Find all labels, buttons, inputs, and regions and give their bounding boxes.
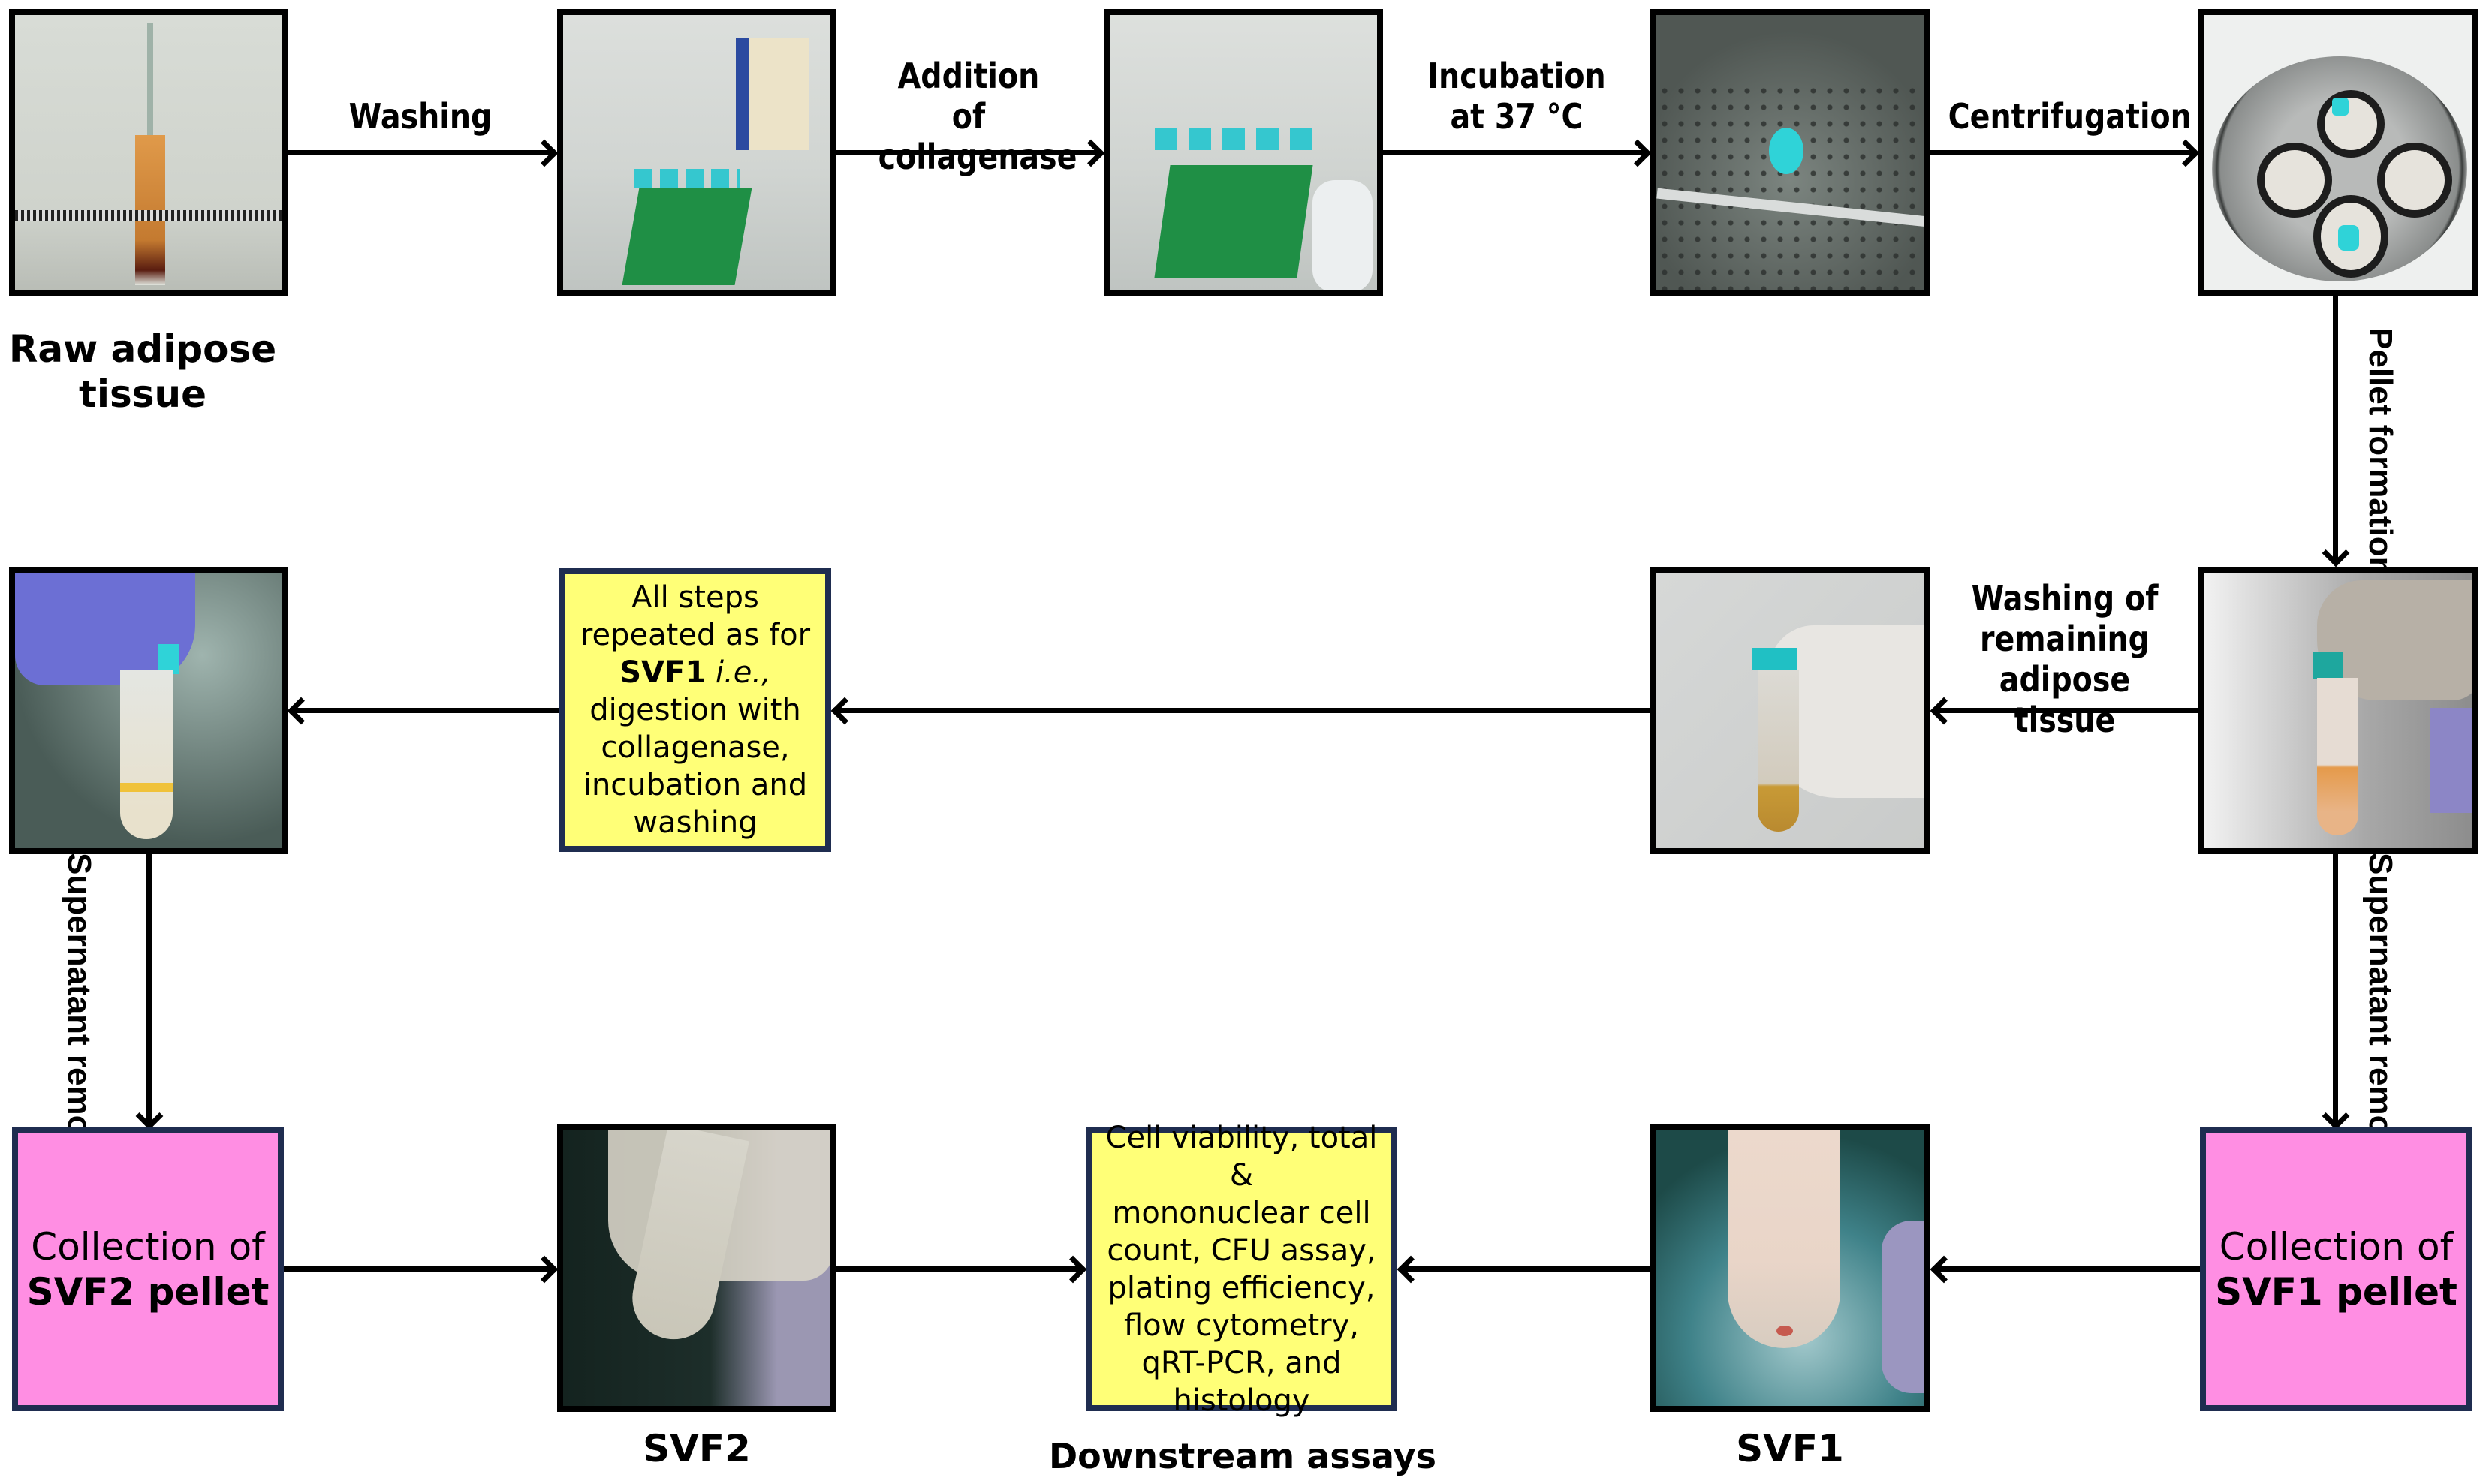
tube-rack (622, 188, 752, 285)
label-supernatant-removal-left: Supernatant removal (61, 853, 98, 1181)
tube-caps (634, 169, 740, 188)
arrow-head-right-icon (1059, 1255, 1087, 1284)
arrow-to-repeat-box (833, 708, 1650, 713)
gloved-hand (1312, 180, 1373, 290)
arrow-head-right-icon (1623, 139, 1652, 167)
arrow-svf1-to-assays (1400, 1266, 1650, 1272)
falcon-tube (2317, 678, 2358, 835)
arrow-head-down-icon (135, 1102, 164, 1130)
arrow-to-svf2-tube (290, 708, 559, 713)
tube-caps (1155, 128, 1320, 150)
arrow-supernatant-removal-right (2333, 854, 2338, 1126)
rotor-bucket (2313, 195, 2388, 278)
arrow-centrifugation (1930, 150, 2194, 155)
arrow-svf2-to-photo (284, 1266, 553, 1272)
purple-sleeve (2430, 708, 2472, 813)
arrow-pellet-formation (2333, 296, 2338, 563)
label-pellet-formation: Pellet formation (2362, 327, 2399, 577)
arrow-head-left-icon (287, 697, 315, 725)
tube-rack (1154, 165, 1313, 278)
arrow-collagenase (836, 150, 1099, 155)
tube-cyan-cap (2313, 652, 2343, 679)
tube-cyan-cap (2338, 225, 2359, 251)
svf2-collection-box: Collection of SVF2 pellet (12, 1127, 284, 1411)
tube-cyan-cap (2332, 98, 2349, 116)
caption-svf1: SVF1 (1736, 1427, 1844, 1470)
svf-layer (120, 783, 173, 792)
arrow-head-right-icon (2171, 139, 2200, 167)
label-centrifugation: Centrifugation (1948, 96, 2192, 137)
falcon-tube (1758, 670, 1799, 832)
rotor-bucket (2317, 90, 2385, 158)
falcon-tube (120, 670, 173, 839)
label-incubation: Incubation at 37 °C (1427, 56, 1606, 137)
photo-centrifuge (2198, 9, 2478, 296)
label-washing-remaining-tissue: Washing of remaining adipose tissue (1971, 578, 2159, 740)
svf1-collection-box: Collection of SVF1 pellet (2200, 1127, 2472, 1411)
photo-raw-adipose-syringe (9, 9, 288, 296)
label-addition-collagenase: Addition of collagenase (878, 56, 1077, 177)
tube-cyan-cap (158, 644, 179, 674)
photo-addition-collagenase (1104, 9, 1383, 296)
caption-svf2: SVF2 (643, 1427, 751, 1470)
cell-pellet (1776, 1326, 1793, 1336)
repeat-steps-box: All steps repeated as for SVF1 i.e., dig… (559, 568, 831, 852)
pipette-controller (736, 38, 809, 150)
label-supernatant-removal-right: Supernatant removal (2362, 853, 2399, 1181)
arrow-head-right-icon (530, 139, 559, 167)
syringe-needle (147, 23, 153, 135)
falcon-tube (1728, 1130, 1840, 1348)
arrow-head-right-icon (1077, 139, 1105, 167)
photo-tube-with-pellet (2198, 567, 2478, 854)
label-washing: Washing (348, 96, 493, 137)
repeat-steps-text: All steps repeated as for SVF1 i.e., dig… (580, 580, 811, 840)
arrow-washing-remaining (1933, 708, 2198, 713)
photo-washing-pipetting (557, 9, 836, 296)
arrow-head-down-icon (2322, 1102, 2350, 1130)
arrow-svf2-to-assays (836, 1266, 1081, 1272)
tube-cyan-cap (1769, 128, 1803, 174)
purple-glove (1882, 1221, 1924, 1393)
caption-downstream-assays: Downstream assays (1048, 1436, 1437, 1476)
arrow-incubation (1383, 150, 1646, 155)
tube-cyan-cap (1752, 648, 1797, 670)
downstream-assays-text: Cell viability, total & mononuclear cell… (1105, 1121, 1378, 1418)
arrow-svf1-collection-to-photo (1933, 1266, 2200, 1272)
photo-incubator (1650, 9, 1930, 296)
arrow-head-down-icon (2322, 539, 2350, 567)
photo-svf2 (557, 1124, 836, 1412)
arrow-head-left-icon (1397, 1255, 1425, 1284)
incubator-shelf-holes (1656, 83, 1924, 290)
downstream-assays-box: Cell viability, total & mononuclear cell… (1086, 1121, 1397, 1418)
photo-svf2-tube-layer (9, 567, 288, 854)
arrow-head-left-icon (1930, 1255, 1958, 1284)
rotor-bucket (2377, 143, 2452, 218)
arrow-supernatant-removal-left (146, 854, 152, 1126)
arrow-washing (288, 150, 553, 155)
photo-svf1 (1650, 1124, 1930, 1412)
hood-grille (15, 210, 282, 221)
photo-washing-remaining-tissue (1650, 567, 1930, 854)
caption-raw-adipose-tissue: Raw adipose tissue (8, 327, 277, 416)
arrow-head-right-icon (530, 1255, 559, 1284)
arrow-head-left-icon (830, 697, 859, 725)
rotor-bucket (2257, 143, 2332, 218)
